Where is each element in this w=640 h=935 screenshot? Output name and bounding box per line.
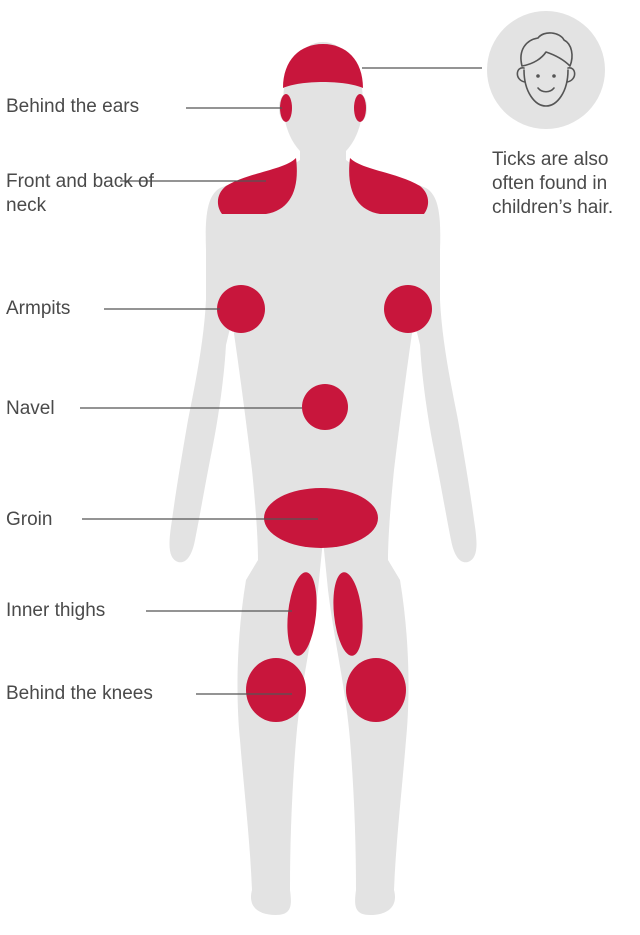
child-hair-note: Ticks are also often found in children’s… [492, 148, 640, 220]
label-neck: Front and back of neck [6, 170, 156, 218]
label-inner-thighs: Inner thighs [6, 599, 105, 623]
hotspot-groin [264, 488, 378, 548]
hotspot-right-armpit [384, 285, 432, 333]
hotspot-left-knee [246, 658, 306, 722]
hotspot-navel [302, 384, 348, 430]
hotspot-right-knee [346, 658, 406, 722]
hotspot-left-armpit [217, 285, 265, 333]
hotspot-hair [283, 44, 363, 88]
label-groin: Groin [6, 508, 52, 532]
label-behind-ears: Behind the ears [6, 95, 139, 119]
body-silhouette [170, 42, 477, 915]
hotspot-right-ear [354, 94, 366, 122]
label-navel: Navel [6, 397, 55, 421]
child-face-icon [487, 11, 605, 129]
label-armpits: Armpits [6, 297, 70, 321]
label-behind-knees: Behind the knees [6, 682, 153, 706]
